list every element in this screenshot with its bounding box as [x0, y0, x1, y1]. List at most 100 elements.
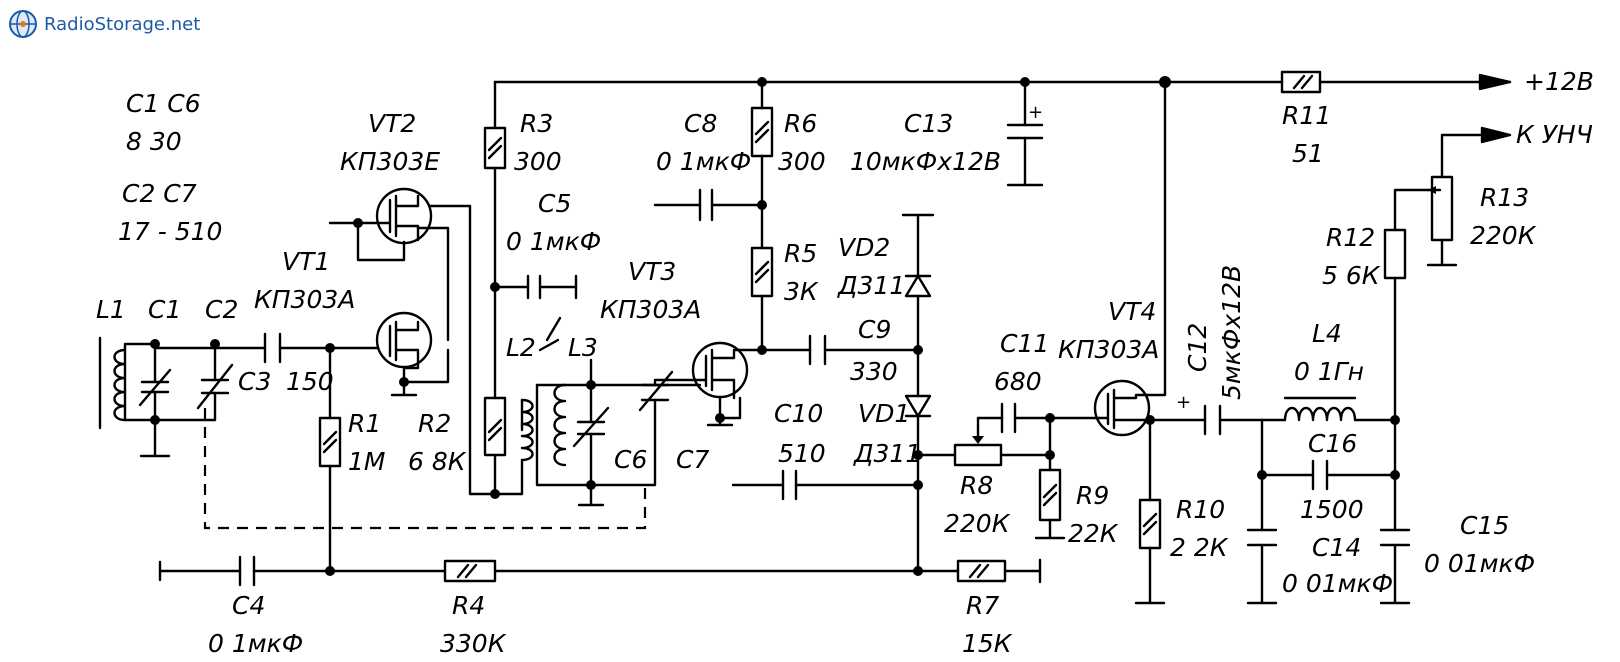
inductor-l1	[98, 336, 127, 430]
resistor-r8	[953, 436, 1003, 467]
resistor-r1	[318, 416, 342, 468]
label-c6: C6	[614, 445, 647, 474]
capacitor-c10	[781, 469, 798, 501]
label-r2-value: 6 8К	[408, 447, 467, 476]
capacitor-c16	[1311, 459, 1329, 491]
transistor-vt2	[356, 187, 433, 245]
label-c14: C14	[1312, 533, 1361, 562]
label-l3: L3	[568, 333, 598, 362]
transistor-vt4	[1093, 379, 1151, 437]
diode-vd1	[904, 394, 932, 418]
label-c11-value: 680	[994, 367, 1042, 396]
resistor-r2	[483, 396, 507, 457]
label-l1: L1	[96, 295, 126, 324]
label-c5-value: 0 1мкФ	[506, 227, 601, 256]
label-vt2-type: КП303Е	[340, 147, 440, 176]
capacitor-c15	[1379, 528, 1411, 547]
label-r4: R4	[452, 591, 485, 620]
label-c16: C16	[1308, 429, 1357, 458]
label-c2c7-values: 17 - 510	[118, 217, 222, 246]
label-r1: R1	[348, 409, 381, 438]
label-l2: L2	[506, 333, 536, 362]
label-r10-value: 2 2К	[1170, 533, 1229, 562]
resistor-r13	[1426, 175, 1454, 242]
capacitor-c14	[1246, 528, 1278, 547]
capacitor-c6	[572, 406, 610, 448]
resistor-r9	[1038, 468, 1062, 522]
label-vd1-type: Д311	[853, 439, 921, 468]
label-r9-value: 22К	[1068, 519, 1119, 548]
transistor-vt1	[375, 311, 433, 370]
capacitor-c5	[526, 274, 578, 300]
site-logo-text: RadioStorage.net	[44, 13, 201, 35]
capacitor-c8	[698, 188, 714, 222]
resistor-r12	[1383, 228, 1407, 280]
label-r12-value: 5 6К	[1322, 261, 1381, 290]
capacitor-c2	[196, 363, 234, 410]
globe-icon	[9, 10, 37, 38]
label-vd2: VD2	[838, 233, 890, 262]
label-c15: C15	[1460, 511, 1509, 540]
label-to-amplifier: К УНЧ	[1516, 120, 1593, 149]
capacitor-c7	[638, 370, 674, 412]
label-vt2: VT2	[368, 109, 416, 138]
label-c16-value: 1500	[1300, 495, 1364, 524]
label-r8-value: 220К	[944, 509, 1011, 538]
label-vt1-type: КП303А	[254, 285, 355, 314]
label-c15-value: 0 01мкФ	[1424, 549, 1535, 578]
label-vt3: VT3	[628, 257, 676, 286]
label-r13: R13	[1480, 183, 1529, 212]
capacitor-c9	[808, 334, 827, 366]
label-c2c7: C2 C7	[122, 179, 197, 208]
capacitor-c1	[138, 368, 172, 407]
label-c1c6: C1 C6	[126, 89, 201, 118]
gang-tuning-link	[203, 408, 647, 530]
label-r7: R7	[966, 591, 999, 620]
label-c10-value: 510	[778, 439, 826, 468]
capacitor-c13	[1006, 123, 1044, 140]
inductor-l3	[538, 316, 567, 467]
label-vt3-type: КП303А	[600, 295, 701, 324]
resistor-r11	[1280, 70, 1322, 94]
wires	[123, 73, 1512, 605]
label-vt4-type: КП303А	[1058, 335, 1159, 364]
label-r7-value: 15К	[962, 629, 1013, 658]
label-c3: C3	[238, 367, 271, 396]
capacitor-c12	[1203, 404, 1222, 436]
label-c4-value: 0 1мкФ	[208, 629, 303, 658]
label-c1c6-values: 8 30	[126, 127, 182, 156]
resistor-r10	[1138, 498, 1162, 550]
label-r3-value: 300	[514, 147, 562, 176]
label-r11-value: 51	[1292, 139, 1324, 168]
label-r5-value: 3К	[784, 277, 819, 306]
label-c5: C5	[538, 189, 571, 218]
label-c7: C7	[676, 445, 709, 474]
label-c1: C1	[148, 295, 181, 324]
c13-plus-sign: +	[1028, 102, 1043, 123]
capacitor-c4	[238, 555, 256, 587]
capacitor-c11	[1000, 402, 1017, 434]
label-c12-value: 5мкФх12В	[1217, 265, 1246, 400]
label-c9-value: 330	[850, 357, 898, 386]
label-c8-value: 0 1мкФ	[656, 147, 751, 176]
site-logo[interactable]: RadioStorage.net	[6, 6, 200, 42]
label-r6: R6	[784, 109, 817, 138]
label-c14-value: 0 01мкФ	[1282, 569, 1393, 598]
label-c13-value: 10мкФх12В	[850, 147, 1001, 176]
resistor-r7	[956, 559, 1007, 583]
inductor-l2	[493, 398, 534, 496]
label-vd1: VD1	[858, 399, 910, 428]
label-r2: R2	[418, 409, 451, 438]
capacitor-c3	[263, 332, 282, 364]
label-c4: C4	[232, 591, 265, 620]
label-r13-value: 220К	[1470, 221, 1537, 250]
label-vd2-type: Д311	[837, 271, 905, 300]
diode-vd2	[904, 274, 932, 298]
inductor-l4	[1283, 396, 1357, 422]
transistor-vt3	[691, 341, 749, 400]
label-vt1: VT1	[282, 247, 330, 276]
junction-dots	[150, 76, 1400, 576]
label-r4-value: 330К	[440, 629, 507, 658]
label-r1-value: 1М	[348, 447, 385, 476]
label-c8: C8	[684, 109, 717, 138]
